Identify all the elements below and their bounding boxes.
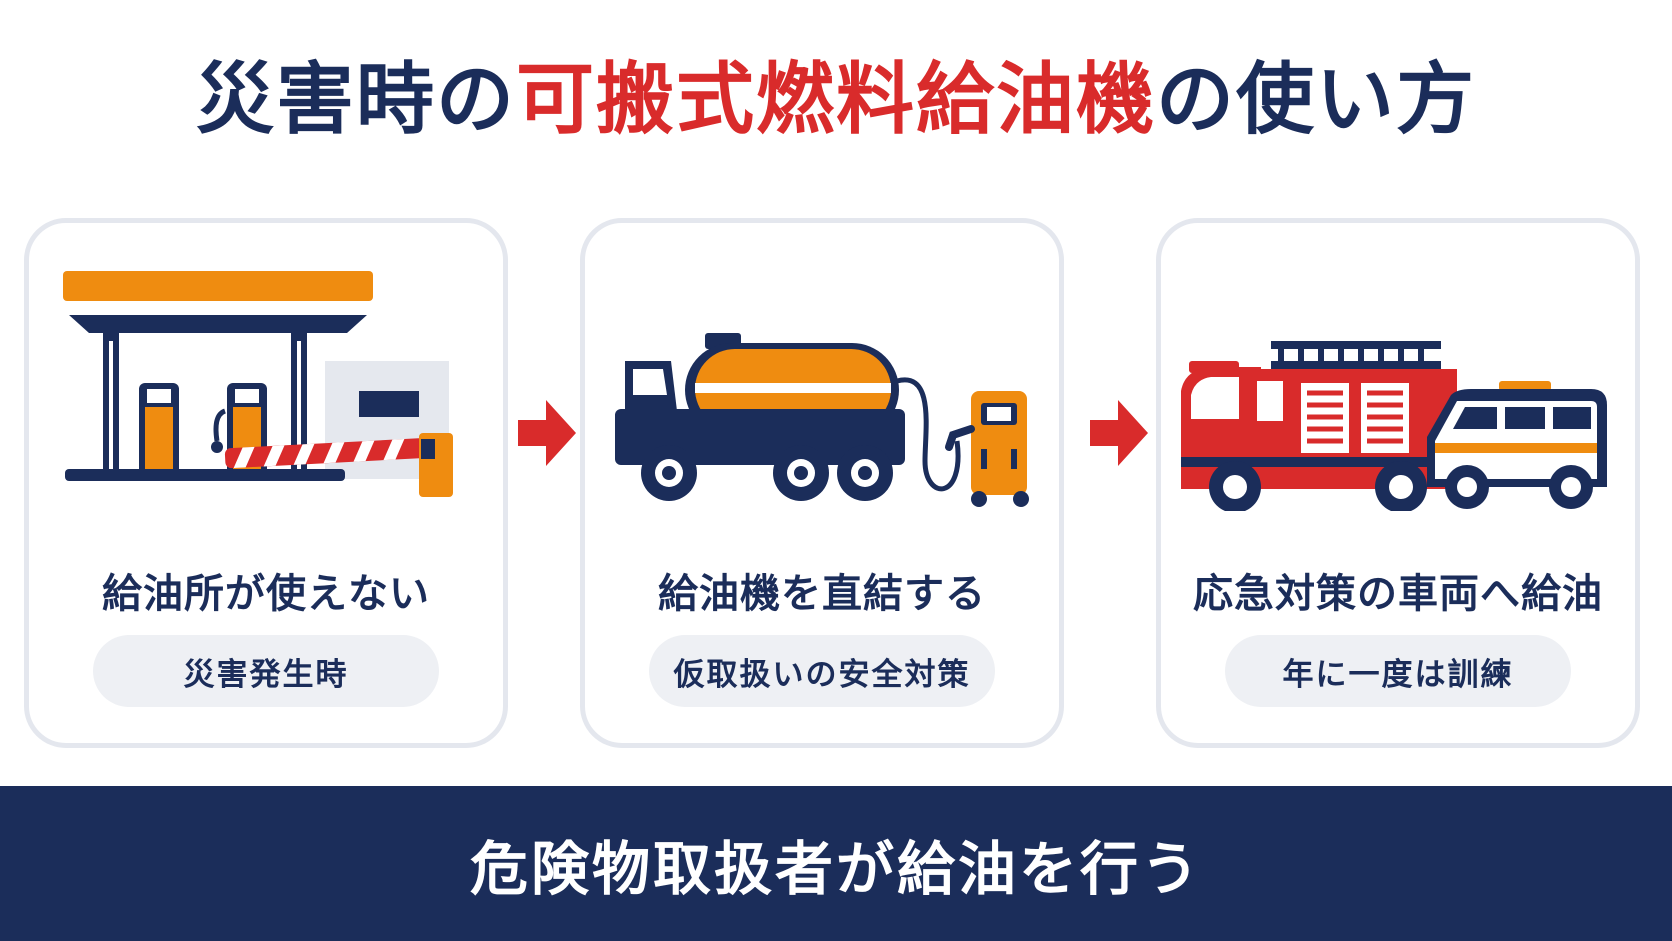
step-card-1: 給油所が使えない 災害発生時 <box>24 218 508 748</box>
tank-truck-icon <box>615 333 1029 507</box>
step-3-heading: 応急対策の車両へ給油 <box>1193 571 1603 617</box>
ambulance-icon <box>1427 381 1607 509</box>
footer-banner: 危険物取扱者が給油を行う <box>0 786 1672 941</box>
step-3-tag: 年に一度は訓練 <box>1225 635 1571 707</box>
step-1-tag: 災害発生時 <box>93 635 439 707</box>
step-2-tag: 仮取扱いの安全対策 <box>649 635 995 707</box>
title-part2: の使い方 <box>1156 55 1477 145</box>
arrow-right-icon <box>1090 400 1148 466</box>
step-card-3: 応急対策の車両へ給油 年に一度は訓練 <box>1156 218 1640 748</box>
step-2-heading: 給油機を直結する <box>658 571 986 617</box>
arrow-right-icon <box>518 400 576 466</box>
fuel-dispenser-icon <box>945 391 1029 507</box>
title-highlight: 可搬式燃料給油機 <box>515 55 1156 145</box>
page-title: 災害時の可搬式燃料給油機の使い方 <box>0 55 1672 145</box>
gas-station-icon <box>63 271 453 497</box>
title-part1: 災害時の <box>195 55 516 145</box>
step-card-2: 給油機を直結する 仮取扱いの安全対策 <box>580 218 1064 748</box>
step-1-heading: 給油所が使えない <box>102 571 430 617</box>
fire-truck-icon <box>1181 341 1607 511</box>
